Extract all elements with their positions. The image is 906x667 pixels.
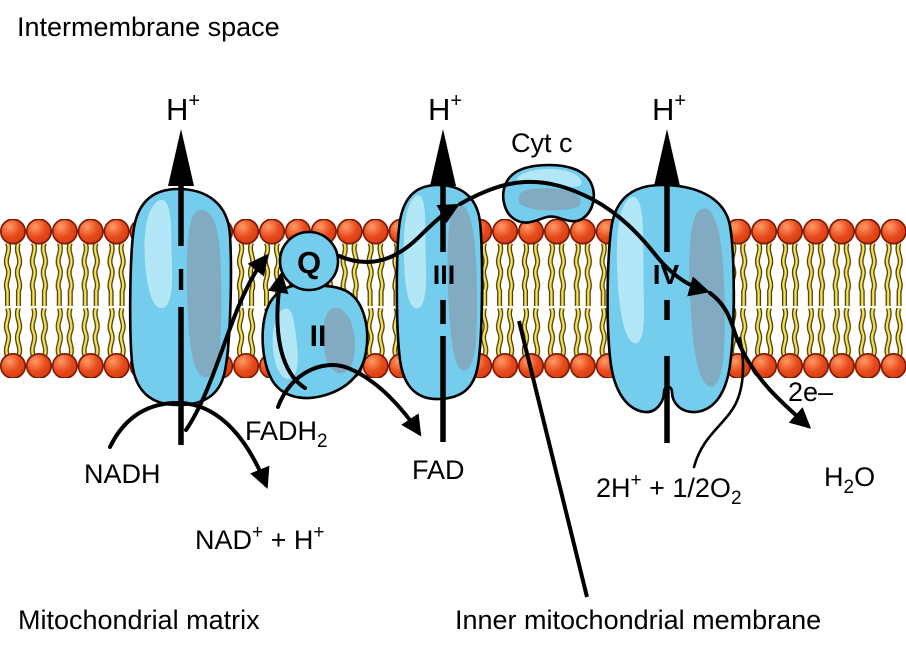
reaction-arrows (108, 179, 812, 598)
h-plus-arrowhead-iv (654, 129, 680, 186)
membrane-pointer-line (517, 320, 589, 598)
h-plus-label-iii: H+ (428, 90, 462, 127)
nadh-to-nad-arrow (108, 400, 270, 489)
ubiquinone (278, 230, 340, 292)
proton-pump-arrows (168, 129, 680, 445)
ubiquinone-label: Q (297, 245, 321, 280)
complex-ii-shadow (323, 307, 355, 374)
complex-iii-highlight (403, 195, 427, 309)
complex-iv (606, 183, 736, 414)
electron-path-i-to-q (184, 253, 269, 432)
mitochondrial-matrix-label: Mitochondrial matrix (18, 605, 260, 635)
complex-iv-label: IV (653, 259, 680, 290)
fadh2-to-fad-arrow (276, 363, 422, 437)
complex-iii-shadow (447, 203, 477, 371)
nad-plus-h-label: NAD+ + H+ (195, 522, 325, 555)
complex-i (128, 187, 233, 407)
electron-path-iv-to-water (708, 291, 812, 429)
electron-path-ii-to-q (268, 271, 307, 390)
complex-ii-label: II (310, 320, 327, 353)
complex-i-shadow (186, 209, 222, 378)
h-plus-arrow-complex-i (168, 129, 194, 445)
cytochrome-c-text-label: Cyt c (511, 128, 573, 158)
h-plus-label-iv: H+ (652, 90, 686, 127)
inner-membrane-label: Inner mitochondrial membrane (455, 605, 821, 635)
electron-path-q-to-iii (337, 203, 460, 265)
oxygen-entry-line (692, 336, 745, 469)
oxygen-label: 2H+ + 1/2O2 (596, 470, 742, 509)
water-label: H2O (824, 462, 875, 498)
h-plus-label-i: H+ (166, 90, 200, 127)
electrons-label: 2e– (788, 377, 833, 407)
nadh-label: NADH (84, 459, 161, 489)
fadh2-label: FADH2 (245, 416, 328, 452)
complex-i-label: I (177, 262, 186, 297)
fad-label: FAD (412, 455, 465, 485)
h-plus-arrowhead-i (168, 129, 194, 186)
h-plus-arrow-complex-iv (654, 129, 680, 443)
cytochrome-c-shadow (518, 188, 581, 211)
h-plus-arrowhead-iii (430, 129, 456, 186)
cytochrome-c (502, 163, 595, 224)
complex-iv-shadow (689, 208, 725, 387)
intermembrane-space-label: Intermembrane space (17, 12, 280, 42)
ubiquinone-body (278, 230, 340, 292)
complex-iii-label: III (433, 260, 456, 290)
electron-path-iii-to-iv (458, 179, 710, 297)
complex-i-highlight (144, 199, 173, 309)
